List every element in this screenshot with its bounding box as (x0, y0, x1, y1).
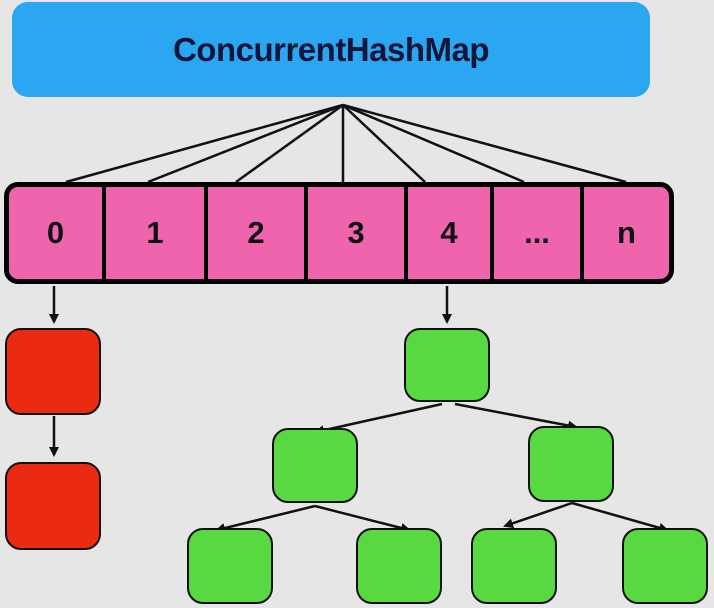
bucket-1: 1 (106, 187, 208, 279)
fan-line-1 (147, 103, 344, 184)
tree-leaf-node-2 (356, 528, 442, 604)
tree-leaf-node-1 (187, 528, 273, 604)
diagram-title: ConcurrentHashMap (172, 30, 490, 68)
concurrent-hashmap-header: ConcurrentHashMap (12, 2, 650, 97)
tree-leaf-node-4 (622, 528, 708, 604)
arrow-root-to-left (314, 402, 443, 436)
bucket-4: 4 (408, 187, 494, 279)
bucket-array: 0 1 2 3 4 ... n (4, 182, 674, 284)
fan-line-2 (235, 103, 344, 184)
bucket-2: 2 (208, 187, 308, 279)
bucket-3: 3 (308, 187, 408, 279)
arrow-left-to-leaf-2 (314, 504, 411, 533)
fan-line-5 (342, 103, 525, 184)
bucket-0: 0 (9, 187, 106, 279)
fan-lines (65, 103, 627, 184)
fan-line-4 (342, 104, 426, 183)
arrow-right-to-leaf-3 (503, 501, 573, 529)
tree-root-node (404, 328, 490, 402)
tree-left-node (272, 428, 358, 503)
bucket-ellipsis: ... (494, 187, 584, 279)
list-node-2 (5, 462, 101, 550)
tree-right-node (528, 426, 614, 502)
list-node-1 (5, 328, 101, 415)
arrow-root-to-right (454, 402, 578, 431)
arrow-left-to-leaf-1 (215, 504, 316, 533)
bucket-n: n (584, 187, 669, 279)
tree-leaf-node-3 (471, 528, 557, 604)
arrow-right-to-leaf-4 (571, 501, 669, 533)
fan-line-0 (65, 103, 344, 184)
fan-line-n (342, 103, 627, 184)
